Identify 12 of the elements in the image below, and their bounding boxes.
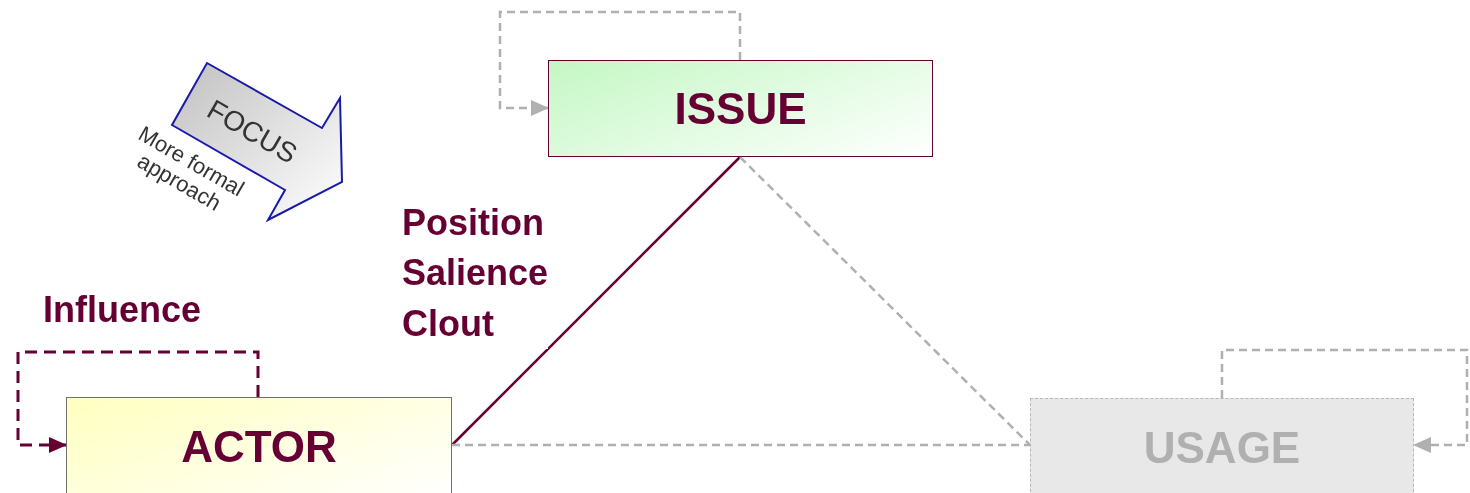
arrow <box>1220 348 1469 453</box>
box-title: USAGE <box>1143 425 1301 470</box>
entity-box <box>66 397 452 493</box>
entity-box <box>548 60 933 157</box>
arrow <box>16 350 260 453</box>
box-title: ACTOR <box>181 425 337 469</box>
connector-line <box>451 156 741 446</box>
connector-line <box>452 443 1030 447</box>
arrow <box>498 10 742 116</box>
connector-line <box>739 156 1031 446</box>
entity-box <box>1030 398 1414 493</box>
box-title: ISSUE <box>674 86 807 131</box>
